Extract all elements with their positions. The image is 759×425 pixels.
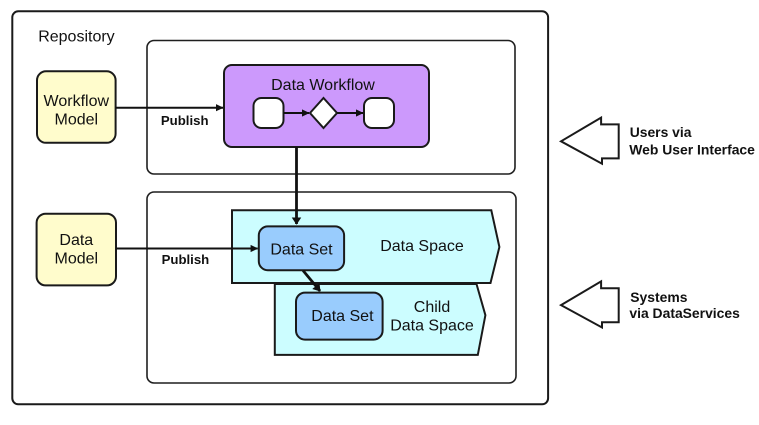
svg-text:Publish: Publish bbox=[162, 252, 210, 267]
svg-text:Repository: Repository bbox=[38, 29, 114, 46]
svg-text:Data Workflow: Data Workflow bbox=[271, 77, 375, 94]
svg-text:Data Space: Data Space bbox=[380, 238, 464, 255]
svg-text:Publish: Publish bbox=[161, 113, 209, 128]
svg-text:Workflow: Workflow bbox=[44, 93, 110, 110]
svg-text:via DataServices: via DataServices bbox=[629, 305, 740, 321]
svg-text:Child: Child bbox=[414, 299, 450, 316]
svg-text:Data: Data bbox=[59, 232, 93, 249]
svg-text:Data Set: Data Set bbox=[311, 308, 374, 325]
svg-text:Model: Model bbox=[55, 250, 99, 267]
svg-text:Data Set: Data Set bbox=[270, 242, 333, 259]
svg-text:Users via: Users via bbox=[630, 124, 692, 140]
svg-text:Data Space: Data Space bbox=[390, 318, 474, 335]
svg-text:Web User Interface: Web User Interface bbox=[629, 141, 755, 157]
svg-text:Model: Model bbox=[55, 111, 99, 128]
svg-text:Systems: Systems bbox=[630, 289, 687, 305]
